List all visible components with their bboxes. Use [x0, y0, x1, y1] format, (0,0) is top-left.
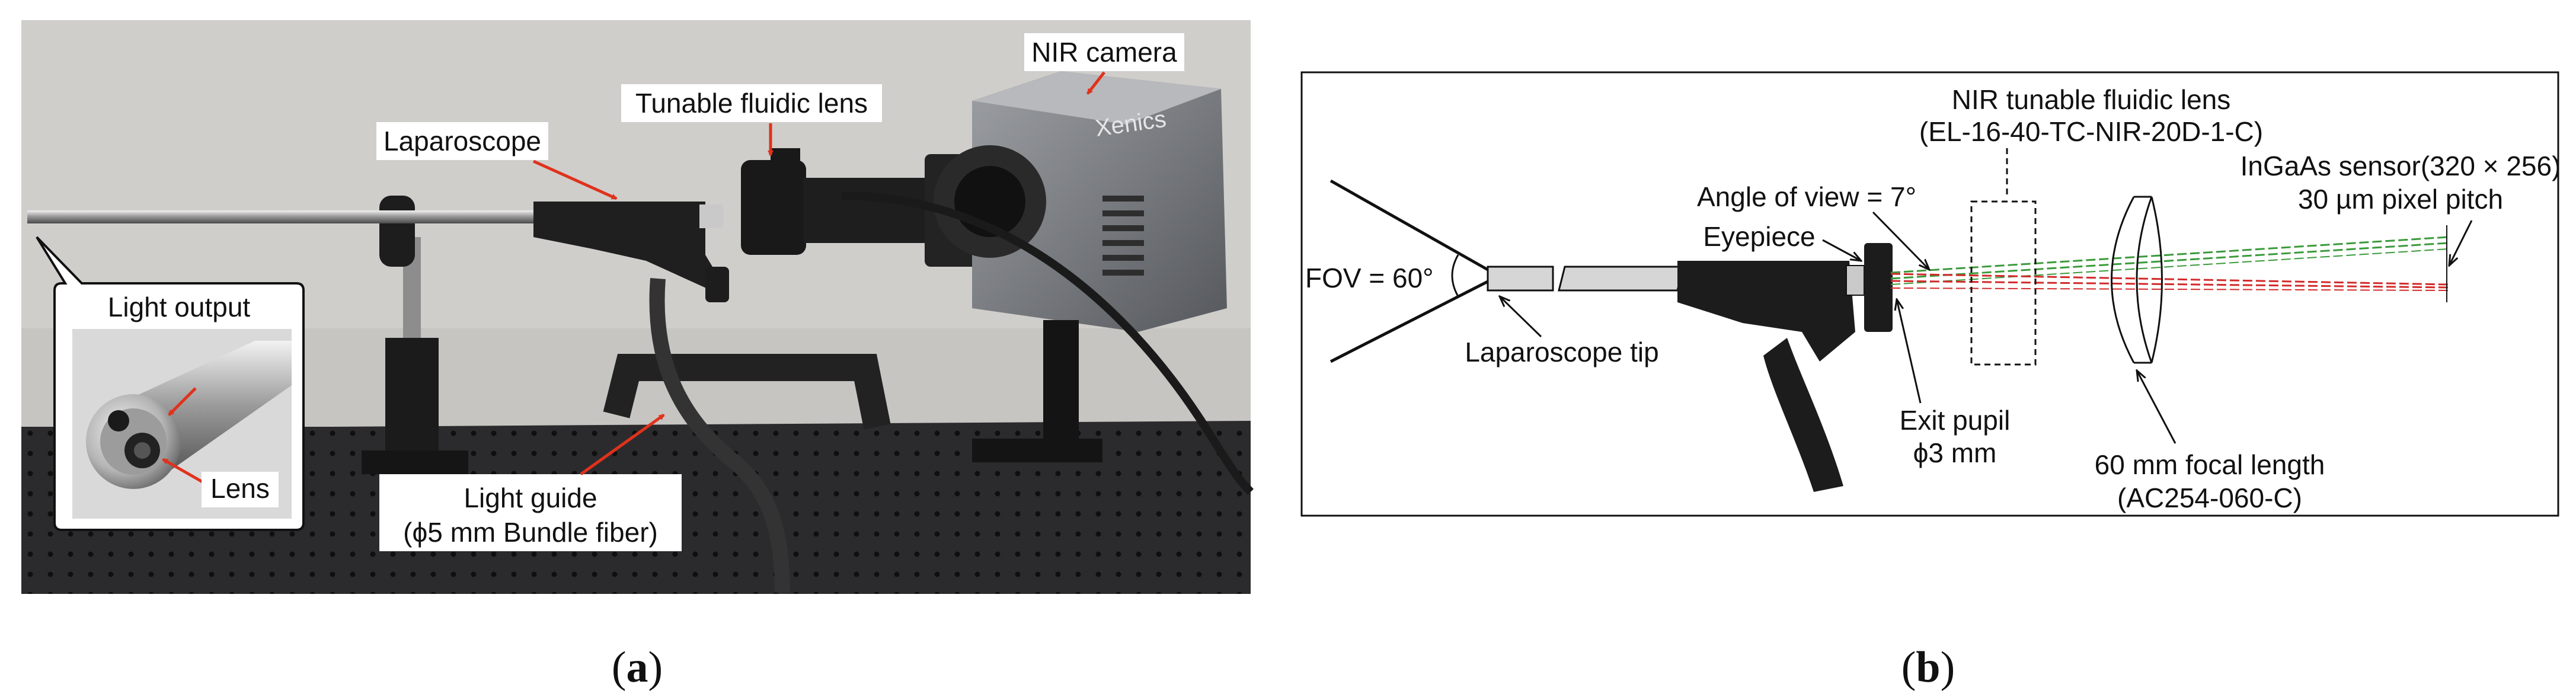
label-exit-pupil-size: ϕ3 mm — [1913, 437, 1997, 468]
panel-b-schematic — [1300, 71, 2559, 517]
eyepiece — [1864, 243, 1893, 332]
laparoscope-shaft — [1558, 266, 1685, 292]
ray-bundle — [1890, 236, 2449, 291]
nir-camera — [972, 71, 1227, 332]
label-light-guide-line1: Light guide — [464, 482, 597, 513]
label-tunable-lens-text: Tunable fluidic lens — [635, 88, 868, 119]
label-pixel-pitch: 30 µm pixel pitch — [2298, 184, 2503, 215]
caption-a-letter: a — [627, 643, 648, 692]
label-exit-pupil: Exit pupil — [1900, 405, 2011, 436]
label-nir-camera-text: NIR camera — [1031, 37, 1177, 68]
label-tunable-lens: Tunable fluidic lens — [621, 84, 882, 156]
inset-title: Light output — [108, 292, 251, 322]
label-light-guide-line2: (ϕ5 mm Bundle fiber) — [403, 517, 658, 548]
caption-b: (b) — [1901, 643, 1955, 692]
inset-lens-label: Lens — [210, 473, 270, 504]
label-lens-title: NIR tunable fluidic lens — [1952, 84, 2230, 115]
laparoscope-tip-tube — [1487, 266, 1554, 292]
light-guide-cable — [649, 278, 790, 593]
label-nir-camera: NIR camera — [1024, 33, 1184, 95]
laparoscope-body — [533, 202, 723, 290]
tunable-lens-body — [741, 160, 806, 255]
label-focal-length: 60 mm focal length — [2095, 449, 2325, 480]
label-laparoscope-text: Laparoscope — [383, 126, 541, 156]
label-doublet-model: (AC254-060-C) — [2117, 482, 2302, 513]
caption-a: (a) — [612, 643, 663, 692]
label-lens-model: (EL-16-40-TC-NIR-20D-1-C) — [1919, 116, 2263, 147]
label-angle-of-view: Angle of view = 7° — [1697, 181, 1916, 212]
laparoscope-housing — [1677, 261, 1855, 362]
label-eyepiece: Eyepiece — [1703, 221, 1815, 252]
fluidic-lens-box — [1970, 200, 2037, 366]
label-laparoscope-tip: Laparoscope tip — [1465, 337, 1658, 367]
label-light-guide: Light guide (ϕ5 mm Bundle fiber) — [379, 413, 682, 551]
label-laparoscope: Laparoscope — [376, 122, 618, 200]
inset-light-output: Light output Lens — [36, 236, 305, 531]
caption-b-letter: b — [1916, 643, 1940, 692]
doublet-lens — [2111, 196, 2163, 364]
label-fov: FOV = 60° — [1305, 263, 1434, 293]
panel-b-frame — [1300, 71, 2559, 517]
label-sensor: InGaAs sensor(320 × 256) — [2241, 151, 2561, 181]
laparoscope-rod — [27, 210, 543, 223]
camera-cable — [841, 191, 1254, 495]
